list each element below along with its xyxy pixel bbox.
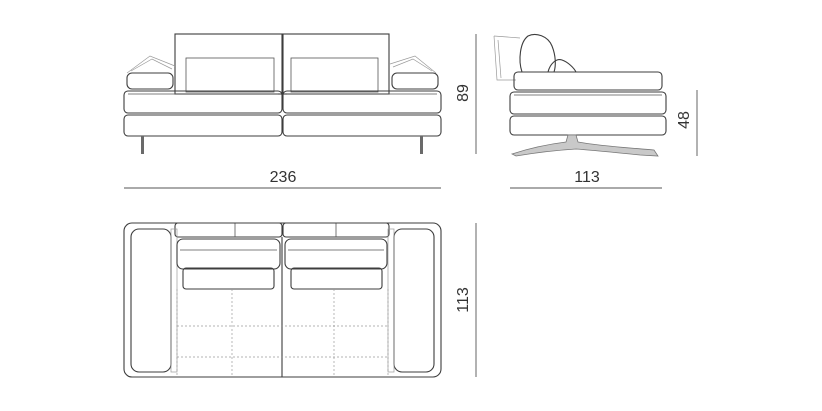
top-depth-label: 113 bbox=[455, 287, 472, 313]
front-base bbox=[123, 114, 442, 137]
front-height-label: 89 bbox=[455, 84, 472, 102]
side-depth-label: 113 bbox=[574, 169, 600, 186]
top-seat-stitching bbox=[176, 289, 389, 377]
dimension-side-seat-height: 48 bbox=[676, 90, 698, 156]
dimension-front-height: 89 bbox=[455, 34, 477, 154]
top-seat-outline bbox=[123, 222, 442, 378]
side-seat bbox=[509, 91, 667, 115]
top-back-cushions bbox=[176, 238, 388, 270]
sofa-front-view bbox=[123, 33, 442, 154]
top-headrests bbox=[182, 267, 383, 290]
side-base bbox=[509, 115, 667, 136]
side-backrest-tilt bbox=[493, 35, 521, 81]
front-armrest-tilt-lines bbox=[126, 55, 437, 74]
top-armrests bbox=[130, 228, 435, 373]
front-armrests bbox=[126, 72, 439, 90]
side-arm bbox=[513, 71, 663, 91]
dimension-top-depth: 113 bbox=[455, 223, 477, 377]
side-seat-height-label: 48 bbox=[676, 111, 693, 129]
dimension-side-depth: 113 bbox=[510, 169, 662, 189]
front-width-label: 236 bbox=[270, 169, 297, 186]
front-backrest bbox=[174, 33, 390, 95]
side-back-cushion bbox=[519, 33, 577, 73]
top-back-frame bbox=[174, 222, 390, 238]
sofa-top-view bbox=[123, 222, 442, 378]
side-swivel-leg bbox=[510, 134, 659, 157]
dimension-front-width: 236 bbox=[124, 169, 441, 189]
sofa-side-view bbox=[493, 33, 667, 157]
front-seat bbox=[123, 90, 442, 114]
front-legs bbox=[141, 136, 423, 154]
